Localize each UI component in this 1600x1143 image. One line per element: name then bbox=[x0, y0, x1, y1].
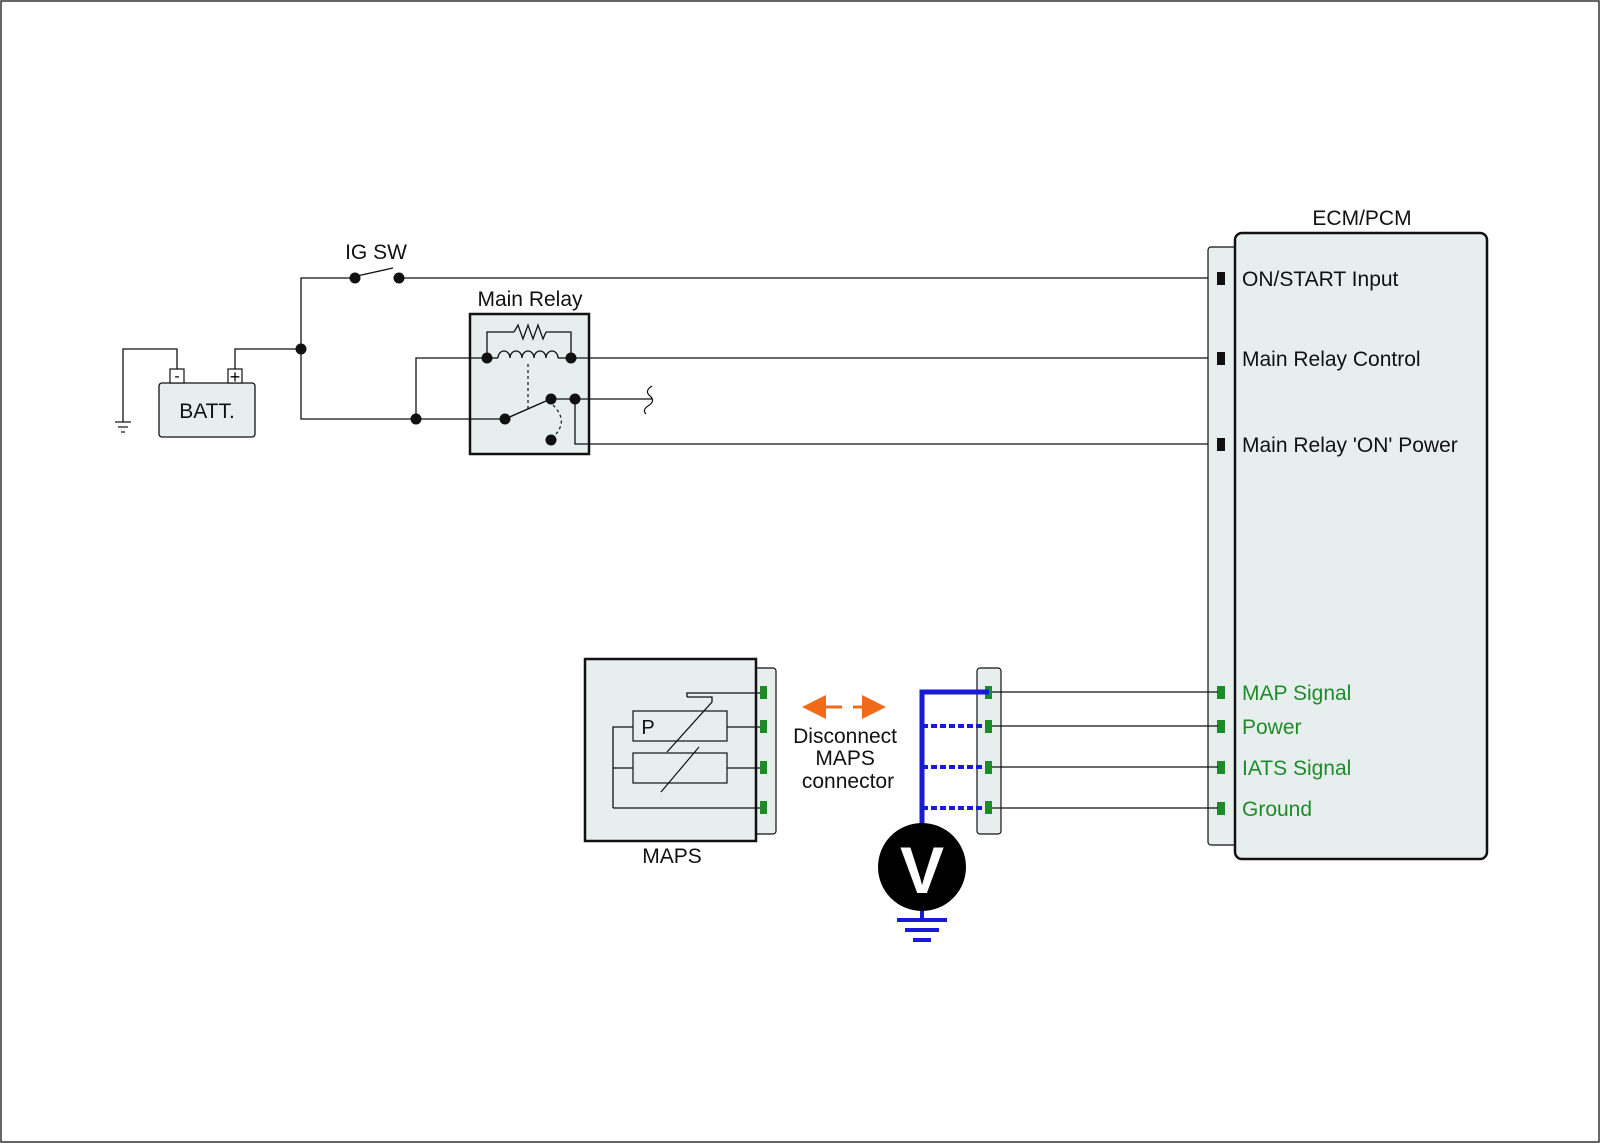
harness-pin bbox=[985, 801, 992, 814]
note-line: Disconnect bbox=[793, 725, 897, 748]
maps-pin bbox=[760, 761, 767, 774]
meter-leads bbox=[919, 689, 989, 825]
ig-switch-label: IG SW bbox=[345, 241, 407, 264]
maps-sensor: P MAPS bbox=[583, 657, 777, 868]
meter-ground-icon bbox=[897, 911, 947, 942]
ignition-switch: IG SW bbox=[345, 241, 407, 284]
harness-pin bbox=[985, 720, 992, 733]
resistor-icon bbox=[513, 323, 547, 341]
ecm-pin bbox=[1217, 352, 1225, 365]
maps-label: MAPS bbox=[642, 845, 702, 868]
main-relay: Main Relay bbox=[468, 288, 591, 456]
ecm-pin-label: IATS Signal bbox=[1242, 757, 1351, 780]
relay-coil-icon bbox=[497, 350, 559, 359]
maps-pin bbox=[760, 686, 767, 699]
ecm-pcm-module: ECM/PCM bbox=[1207, 207, 1489, 861]
ecm-pin bbox=[1217, 686, 1225, 699]
ecm-pin bbox=[1217, 438, 1225, 451]
main-relay-label: Main Relay bbox=[477, 288, 583, 311]
battery-minus-sign: - bbox=[174, 368, 179, 385]
note-line: MAPS bbox=[815, 747, 875, 770]
ecm-pin-label: Main Relay 'ON' Power bbox=[1242, 434, 1458, 457]
ecm-label: ECM/PCM bbox=[1312, 207, 1411, 230]
ecm-pin-label: Ground bbox=[1242, 798, 1312, 821]
pressure-symbol: P bbox=[641, 717, 654, 739]
ecm-pin-label: Power bbox=[1242, 716, 1302, 739]
pressure-element-icon bbox=[632, 710, 728, 742]
harness-pin bbox=[985, 761, 992, 774]
disconnect-note: Disconnect MAPS connector bbox=[793, 725, 903, 793]
voltmeter-icon: V bbox=[878, 823, 966, 911]
ecm-pin bbox=[1217, 761, 1225, 774]
ecm-pin-label: MAP Signal bbox=[1242, 682, 1351, 705]
ecm-pin-label: Main Relay Control bbox=[1242, 348, 1421, 371]
wire-break-icon bbox=[643, 385, 654, 415]
battery: - + BATT. bbox=[158, 367, 256, 438]
ecm-pin bbox=[1217, 720, 1225, 733]
maps-pin bbox=[760, 720, 767, 733]
battery-ground-icon bbox=[115, 421, 131, 433]
ecm-pin-label: ON/START Input bbox=[1242, 268, 1399, 291]
voltmeter-symbol: V bbox=[900, 833, 944, 907]
ecm-connector bbox=[1207, 246, 1239, 846]
ecm-pin bbox=[1217, 802, 1225, 815]
note-line: connector bbox=[802, 770, 894, 793]
maps-pin bbox=[760, 801, 767, 814]
temperature-element-icon bbox=[632, 752, 728, 784]
battery-label: BATT. bbox=[179, 400, 235, 423]
battery-plus-sign: + bbox=[230, 367, 241, 387]
ecm-pin bbox=[1217, 272, 1225, 285]
